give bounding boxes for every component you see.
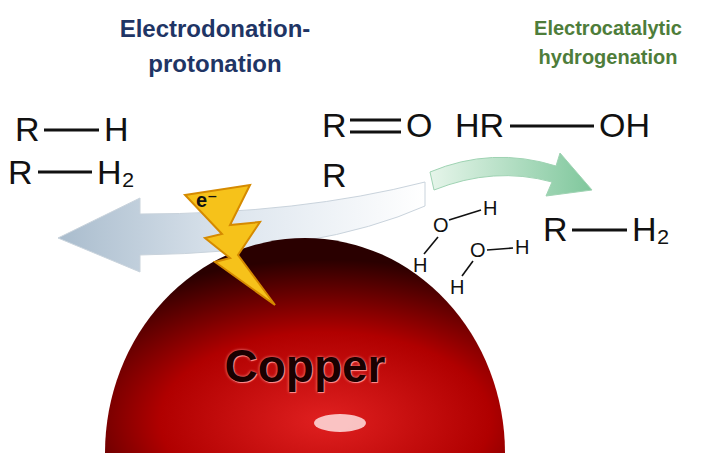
bolt-outline (185, 185, 275, 305)
formula-atom: H₂ (632, 212, 670, 246)
copper-dome: Copper (105, 238, 505, 453)
electron-label: e⁻ (196, 190, 218, 210)
formula-atom: OH (599, 108, 650, 142)
formula-atom: O (433, 215, 449, 235)
double-bond (350, 119, 401, 122)
formula-atom: H₂ (97, 155, 135, 189)
reaction-arrow (430, 153, 592, 196)
formula-atom: H (450, 277, 464, 297)
side-heading: Electrodonation- protonation (65, 12, 365, 82)
formula-atom: H (104, 112, 129, 146)
formula-atom: H (515, 237, 529, 257)
water-bond (462, 261, 473, 276)
water-bond (449, 210, 481, 220)
formula-atom: R (8, 155, 33, 189)
formula-atom: H (413, 255, 427, 275)
dome-outline (105, 238, 505, 453)
highlight (314, 414, 366, 432)
water-bond (487, 248, 513, 250)
formula-atom: R (543, 212, 568, 246)
single-bond (44, 129, 99, 132)
electron-bolt: e⁻ (180, 180, 280, 310)
formula-atom: O (406, 108, 432, 142)
single-bond (38, 171, 92, 174)
double-bond (350, 131, 401, 134)
material-label: Copper (225, 343, 386, 389)
side-heading: Electrocatalytic hydrogenation (512, 14, 704, 72)
single-bond (510, 125, 594, 128)
formula-atom: HR (455, 108, 504, 142)
formula-atom: R (322, 158, 347, 192)
bolt-shape (180, 180, 280, 310)
water-bond (424, 237, 438, 254)
water-bonds (424, 210, 513, 276)
formula-atom: R (322, 108, 347, 142)
formula-atom: O (470, 240, 486, 260)
formula-atom: H (483, 198, 497, 218)
single-bond (572, 229, 627, 232)
formula-atom: R (15, 112, 40, 146)
